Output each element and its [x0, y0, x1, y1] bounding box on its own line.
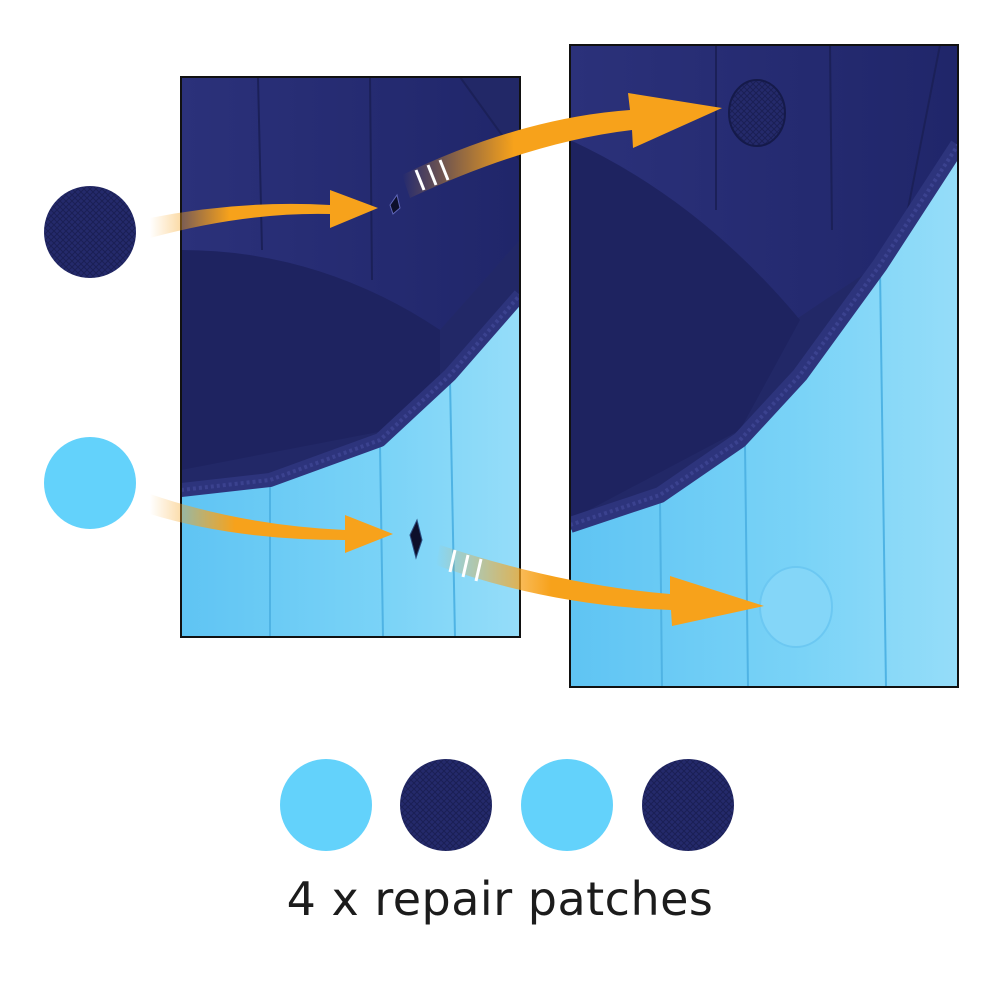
arrow-light-blue-to-tear: [150, 494, 393, 553]
caption: 4 x repair patches: [286, 872, 714, 926]
light-blue-patch: [521, 759, 613, 851]
navy-patch: [642, 759, 734, 851]
arrow-tear-to-navy-patch: [402, 93, 722, 198]
light-blue-patch-swatch: [44, 437, 136, 529]
navy-patch: [400, 759, 492, 851]
light-blue-patch: [280, 759, 372, 851]
patches-row: [280, 759, 734, 851]
arrow-tear-to-light-blue-patch: [436, 545, 764, 626]
arrow-navy-to-tear: [150, 190, 378, 238]
navy-patch-swatch: [44, 186, 136, 278]
